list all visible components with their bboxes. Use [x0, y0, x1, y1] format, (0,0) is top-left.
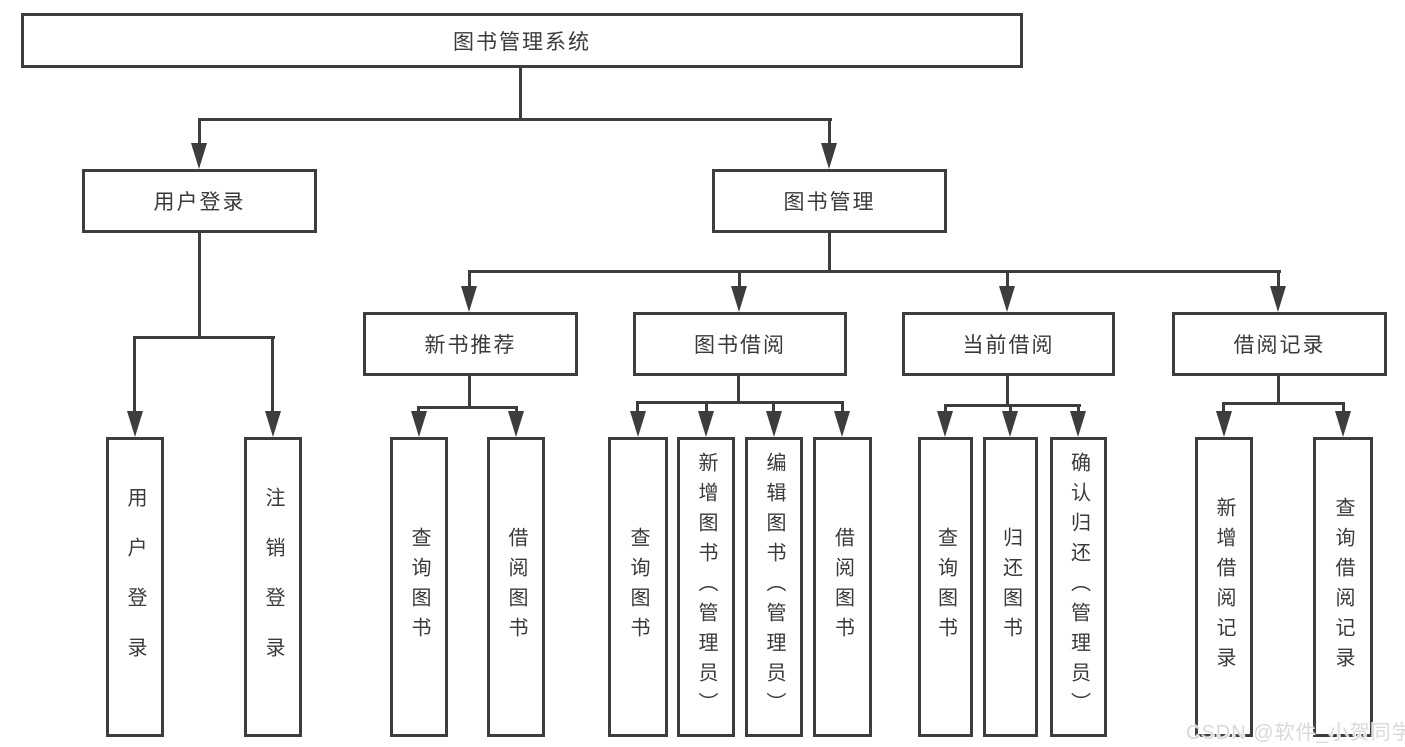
connector-line [636, 401, 639, 415]
node-new-book-recommend: 新书推荐 [363, 312, 578, 376]
arrow-down-icon [508, 411, 524, 437]
connector-line [737, 376, 740, 404]
node-label: 新书推荐 [424, 334, 517, 357]
connector-line [198, 118, 201, 148]
node-label: 图书管理系统 [453, 30, 591, 54]
leaf-label: 注销登录 [262, 487, 284, 687]
connector-line [636, 401, 844, 404]
connector-line [841, 401, 844, 415]
connector-line [1277, 376, 1280, 405]
leaf-label: 新增图书（管理员） [695, 452, 717, 722]
leaf-label: 确认归还（管理员） [1067, 452, 1090, 722]
arrow-down-icon [411, 411, 427, 437]
leaf-confirm-return-admin: 确认归还（管理员） [1050, 437, 1107, 737]
leaf-logout: 注销登录 [244, 437, 302, 737]
connector-line [828, 233, 831, 273]
leaf-query-books-recommend: 查询图书 [390, 437, 448, 737]
arrow-down-icon [937, 411, 953, 437]
arrow-down-icon [698, 411, 714, 437]
arrow-down-icon [731, 286, 747, 312]
connector-line [198, 233, 201, 339]
connector-line [133, 336, 136, 416]
connector-line [468, 376, 471, 409]
leaf-return-books: 归还图书 [983, 437, 1038, 737]
connector-line [468, 270, 1281, 273]
leaf-label: 查询图书 [934, 527, 957, 647]
connector-line [515, 406, 518, 415]
leaf-borrow-books: 借阅图书 [813, 437, 872, 737]
leaf-add-book-admin: 新增图书（管理员） [677, 437, 735, 737]
node-book-borrowing: 图书借阅 [633, 312, 847, 376]
leaf-query-books-current: 查询图书 [918, 437, 973, 737]
leaf-label: 用户登录 [124, 487, 146, 687]
connector-line [828, 118, 831, 148]
connector-line [133, 336, 275, 339]
connector-line [519, 68, 522, 121]
arrow-down-icon [821, 143, 837, 169]
connector-line [198, 118, 832, 121]
connector-line [738, 270, 741, 292]
arrow-down-icon [265, 411, 281, 437]
connector-line [1277, 270, 1280, 292]
node-label: 当前借阅 [962, 334, 1055, 357]
arrow-down-icon [1270, 286, 1286, 312]
leaf-query-borrow-record: 查询借阅记录 [1313, 437, 1373, 737]
leaf-label: 新增借阅记录 [1213, 497, 1235, 677]
arrow-down-icon [766, 411, 782, 437]
node-current-borrowing: 当前借阅 [902, 312, 1115, 376]
arrow-down-icon [999, 286, 1015, 312]
connector-line [705, 401, 708, 415]
arrow-down-icon [1070, 411, 1086, 437]
leaf-label: 借阅图书 [831, 527, 854, 647]
connector-line [1009, 404, 1012, 415]
connector-line [1006, 376, 1009, 407]
node-label: 用户登录 [153, 191, 246, 214]
node-user-login: 用户登录 [82, 169, 317, 233]
connector-line [1006, 270, 1009, 292]
leaf-edit-book-admin: 编辑图书（管理员） [745, 437, 803, 737]
connector-line [1222, 402, 1345, 405]
connector-line [1077, 404, 1080, 415]
arrow-down-icon [1002, 411, 1018, 437]
arrow-down-icon [834, 411, 850, 437]
connector-line [944, 404, 1081, 407]
leaf-borrow-books-recommend: 借阅图书 [487, 437, 545, 737]
leaf-label: 查询图书 [408, 527, 430, 647]
connector-line [417, 406, 518, 409]
leaf-label: 查询图书 [627, 527, 649, 647]
leaf-label: 归还图书 [999, 527, 1022, 647]
connector-line [1222, 402, 1225, 415]
arrow-down-icon [630, 411, 646, 437]
node-label: 图书管理 [783, 191, 876, 214]
leaf-user-login: 用户登录 [106, 437, 164, 737]
node-book-management: 图书管理 [712, 169, 947, 233]
node-label: 图书借阅 [694, 334, 786, 357]
connector-line [468, 270, 471, 292]
leaf-label: 借阅图书 [505, 527, 527, 647]
leaf-query-books-borrowing: 查询图书 [608, 437, 668, 737]
node-library-management-system: 图书管理系统 [21, 13, 1023, 68]
leaf-label: 查询借阅记录 [1332, 497, 1354, 677]
arrow-down-icon [461, 286, 477, 312]
leaf-label: 编辑图书（管理员） [763, 452, 785, 722]
arrow-down-icon [1335, 411, 1351, 437]
leaf-add-borrow-record: 新增借阅记录 [1195, 437, 1253, 737]
arrow-down-icon [127, 411, 143, 437]
connector-line [1342, 402, 1345, 415]
arrow-down-icon [191, 143, 207, 169]
connector-line [271, 336, 274, 416]
connector-line [944, 404, 947, 415]
connector-line [417, 406, 420, 415]
arrow-down-icon [1216, 411, 1232, 437]
csdn-watermark: CSDN @软件_小贺同学 [1186, 722, 1405, 744]
node-borrowing-records: 借阅记录 [1172, 312, 1387, 376]
connector-line [772, 401, 775, 415]
node-label: 借阅记录 [1233, 334, 1326, 357]
